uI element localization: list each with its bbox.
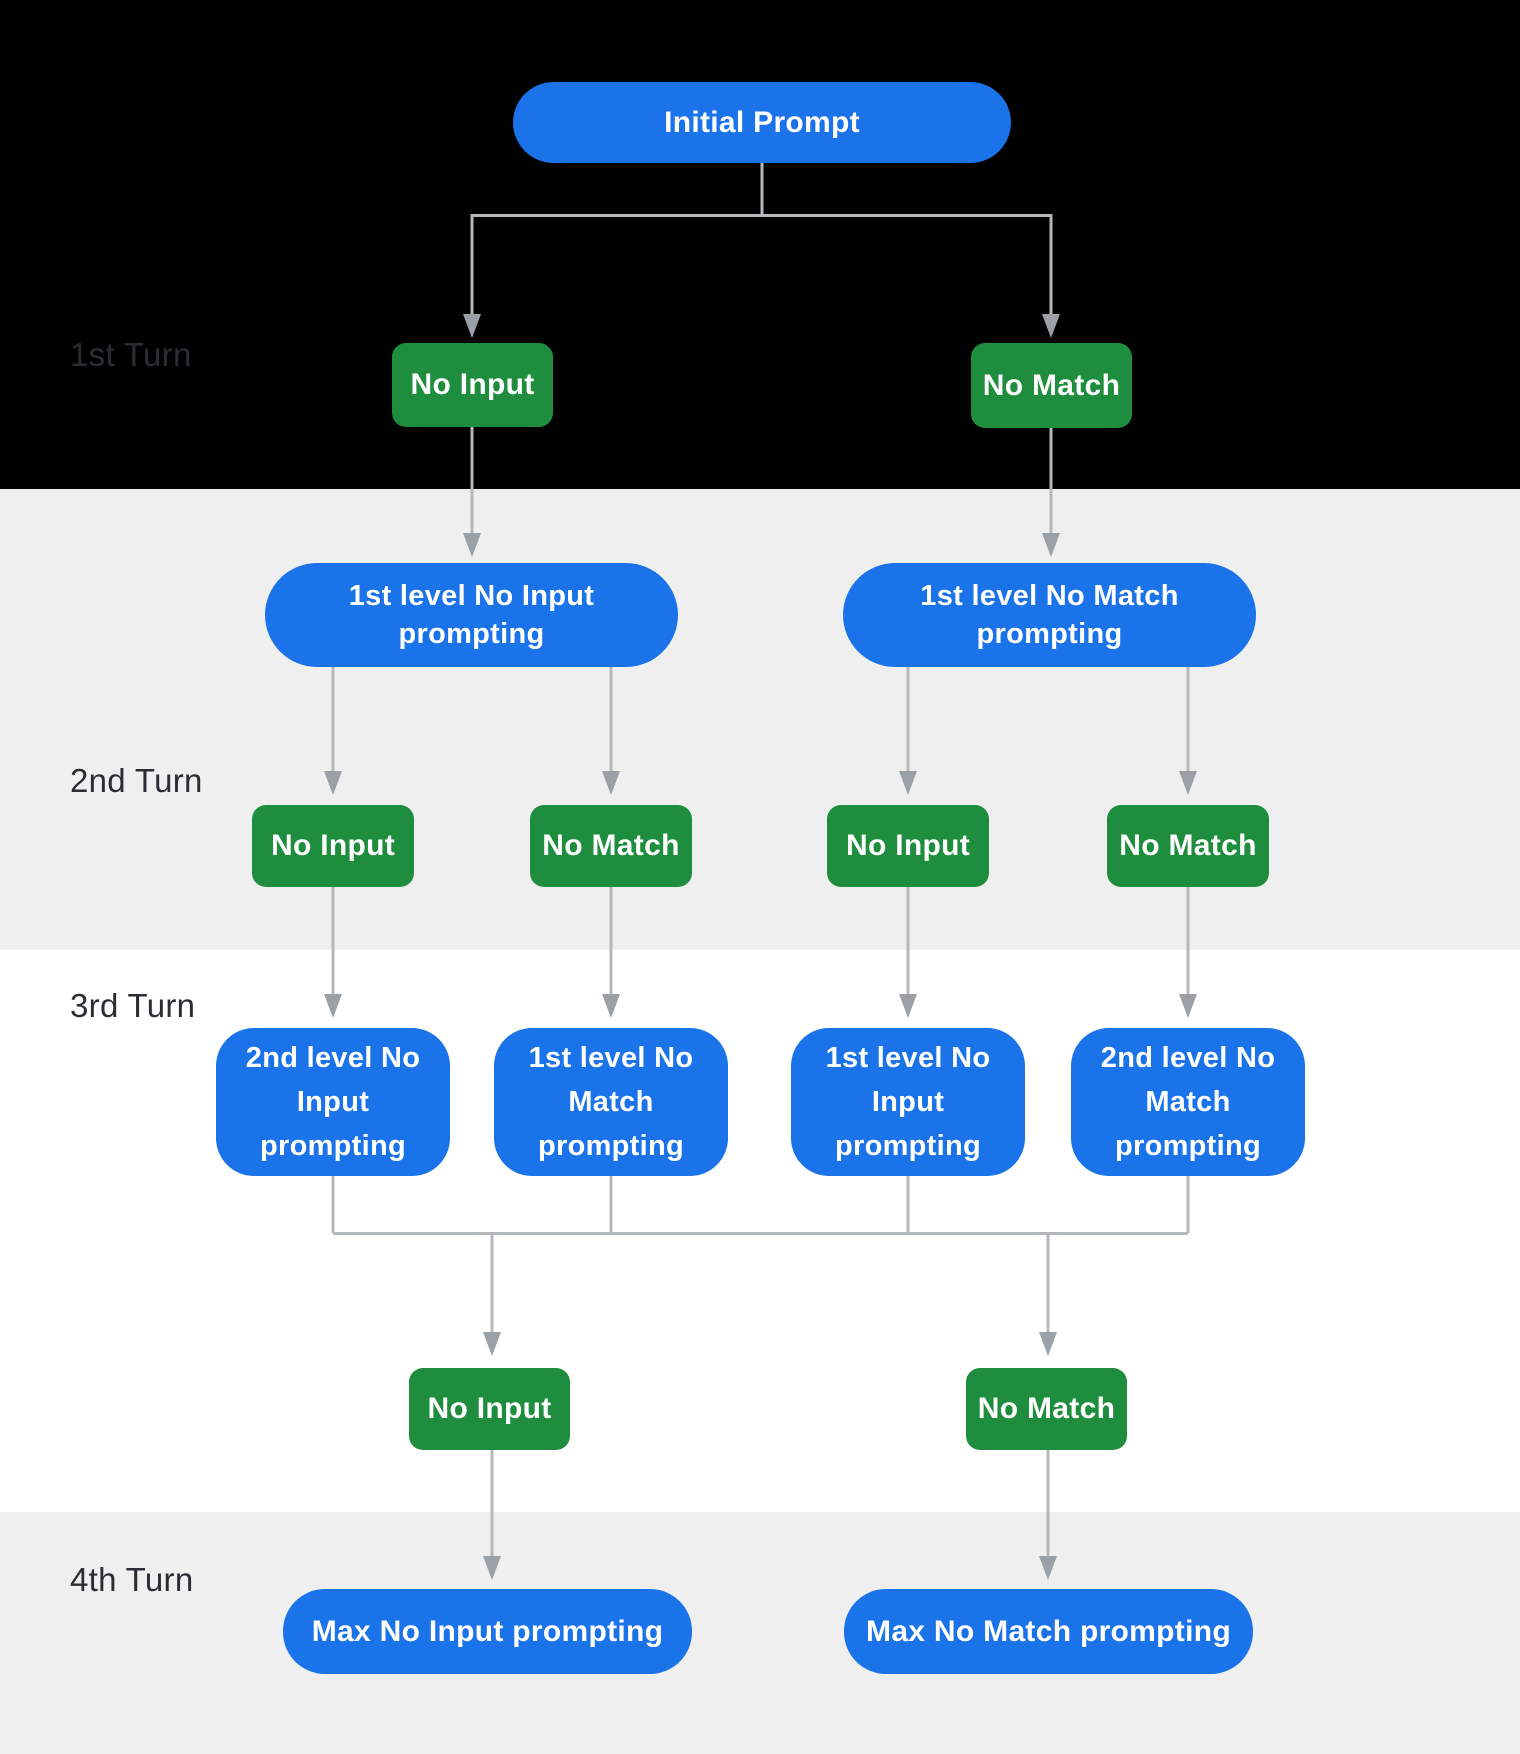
band-turn1 xyxy=(0,0,1520,489)
node-level1-no-input-prompting: 1st level No Input prompting xyxy=(265,563,678,667)
arrow-down-icon xyxy=(324,994,1197,1018)
arrow-down-icon xyxy=(483,1556,1057,1580)
turn2-to-level2-connectors xyxy=(324,887,1197,1018)
arrow-down-icon xyxy=(324,771,1197,795)
arrow-down-icon xyxy=(463,533,1060,557)
band-turn4 xyxy=(0,1512,1520,1754)
node-level2-no-input-prompting: 2nd level No Input prompting xyxy=(216,1028,450,1176)
turn3-to-max-connectors xyxy=(483,1450,1057,1580)
node-max-no-match-prompting: Max No Match prompting xyxy=(844,1589,1253,1674)
turn-label-1: 1st Turn xyxy=(70,336,192,373)
level1-to-turn2-connectors xyxy=(324,667,1197,795)
turn-label-4: 4th Turn xyxy=(70,1561,194,1598)
node-level2-no-match-prompting: 2nd level No Match prompting xyxy=(1071,1028,1305,1176)
node-max-no-input-prompting: Max No Input prompting xyxy=(283,1589,692,1674)
node-turn2-no-input-a: No Input xyxy=(252,805,414,887)
turn-label-2: 2nd Turn xyxy=(70,762,203,799)
merge-rail-connectors xyxy=(331,1176,1190,1356)
node-turn3-no-input: No Input xyxy=(409,1368,570,1450)
node-turn2-no-input-b: No Input xyxy=(827,805,989,887)
turn1-to-level1-connectors xyxy=(463,427,1060,557)
node-turn2-no-match-a: No Match xyxy=(530,805,692,887)
node-level1-no-match-prompting-b: 1st level No Match prompting xyxy=(494,1028,728,1176)
node-level1-no-match-prompting: 1st level No Match prompting xyxy=(843,563,1256,667)
initial-branch-connector xyxy=(463,163,1060,338)
node-turn2-no-match-b: No Match xyxy=(1107,805,1269,887)
arrow-down-icon xyxy=(463,314,1060,338)
node-turn1-no-input: No Input xyxy=(392,343,553,427)
turn-label-3: 3rd Turn xyxy=(70,987,196,1024)
node-turn3-no-match: No Match xyxy=(966,1368,1127,1450)
arrow-down-icon xyxy=(483,1332,1057,1356)
node-turn1-no-match: No Match xyxy=(971,343,1132,428)
node-initial-prompt: Initial Prompt xyxy=(513,82,1011,163)
node-level1-no-input-prompting-b: 1st level No Input prompting xyxy=(791,1028,1025,1176)
